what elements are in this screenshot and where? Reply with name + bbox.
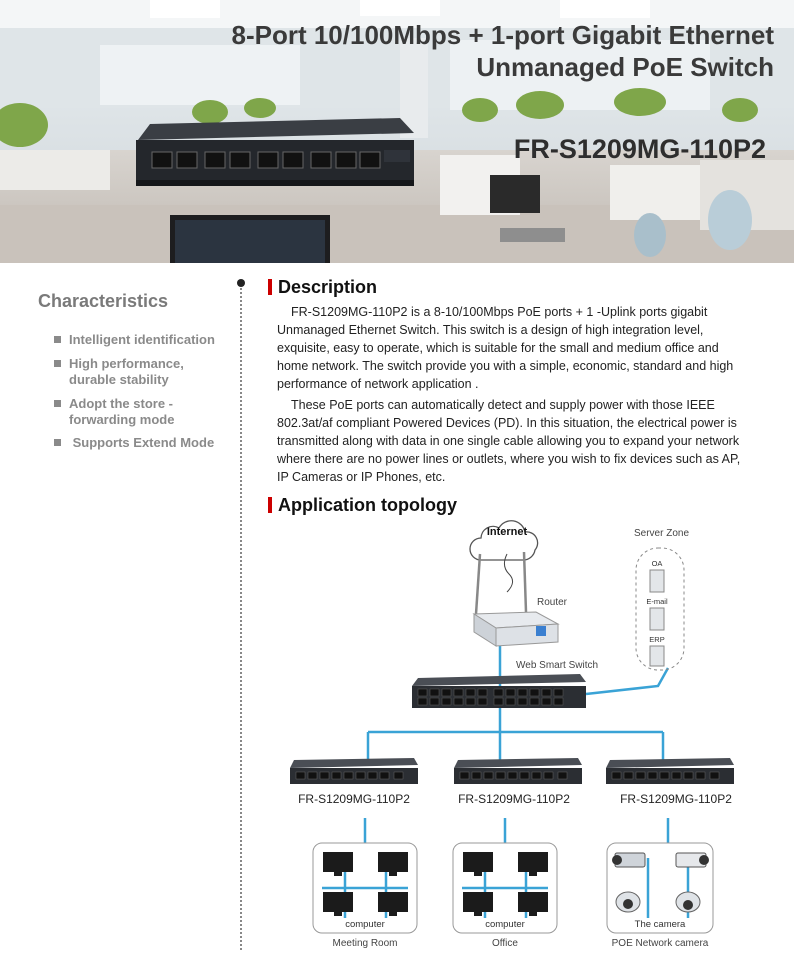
server-email-label: E-mail [646,597,668,606]
topology-diagram: Internet Router Web Smart Switch Server … [268,518,794,960]
hero-banner: 8-Port 10/100Mbps + 1-port Gigabit Ether… [0,0,794,263]
router-label: Router [537,597,568,608]
bullet-square-icon [54,336,61,343]
topology-svg: Internet Router Web Smart Switch Server … [290,520,734,949]
switch-port [529,688,540,697]
camera-icon [612,852,709,913]
server-erp-label: ERP [649,635,664,644]
switch-port [493,697,504,706]
switch-port [541,688,552,697]
web-smart-switch-icon [412,674,586,708]
heading-accent-bar [268,497,272,513]
switch-port [505,688,516,697]
switch-label: FR-S1209MG-110P2 [620,792,732,806]
switch-port [517,697,528,706]
poe-switch-icon [454,758,582,784]
meeting-room-group [312,842,418,934]
switch-port [417,688,428,697]
group-device-label: computer [345,919,385,930]
office-group [452,842,558,934]
server-icon [649,607,665,631]
product-model: FR-S1209MG-110P2 [513,134,766,164]
switch-port [465,688,476,697]
divider-dot [237,279,245,287]
divider-line [240,283,242,950]
topology-heading: Application topology [268,495,457,516]
router-icon [472,551,560,647]
description-paragraph-1: FR-S1209MG-110P2 is a 8-10/100Mbps PoE p… [277,305,734,391]
switch-port [477,688,488,697]
switch-port [453,688,464,697]
server-zone-boundary [635,547,685,671]
description-heading: Description [268,277,377,298]
switch-port [477,697,488,706]
switch-label: FR-S1209MG-110P2 [458,792,570,806]
bullet-square-icon [54,360,61,367]
bullet-square-icon [54,400,61,407]
characteristics-title: Characteristics [38,291,169,311]
internet-cloud-icon [469,520,539,561]
server-icon [649,569,665,593]
group-device-label: computer [485,919,525,930]
office-background-image [0,0,794,263]
switch-port [429,697,440,706]
switch-port [441,697,452,706]
switch-port [465,697,476,706]
internet-label: Internet [487,526,528,538]
switch-port [441,688,452,697]
switch-port [417,697,428,706]
switch-label: FR-S1209MG-110P2 [298,792,410,806]
server-oa-label: OA [652,559,663,568]
switch-port [541,697,552,706]
switch-port [453,697,464,706]
switch-port [553,697,564,706]
switch-port [505,697,516,706]
server-icon [649,645,665,667]
poe-switch-icon [290,758,418,784]
group-caption: Meeting Room [332,938,397,949]
group-caption: POE Network camera [612,938,709,949]
camera-group [606,842,714,934]
switch-port [517,688,528,697]
product-title-line1: 8-Port 10/100Mbps + 1-port Gigabit Ether… [231,20,775,50]
poe-switch-icon [606,758,734,784]
group-caption: Office [492,938,518,949]
internet-link-zigzag [503,553,513,593]
switch-port [429,688,440,697]
heading-accent-bar [268,279,272,295]
computer-icon [463,852,548,916]
switch-port [493,688,504,697]
switch-port [529,697,540,706]
bullet-square-icon [54,439,61,446]
computer-icon [323,852,408,916]
group-device-label: The camera [635,919,686,930]
characteristics-panel: Characteristics Intelligent identificati… [38,291,215,450]
product-title-line2: Unmanaged PoE Switch [476,52,774,82]
description-paragraph-2: These PoE ports can automatically detect… [277,398,741,484]
web-switch-label: Web Smart Switch [516,660,598,671]
switch-port [553,688,564,697]
server-zone-label: Server Zone [634,528,689,539]
